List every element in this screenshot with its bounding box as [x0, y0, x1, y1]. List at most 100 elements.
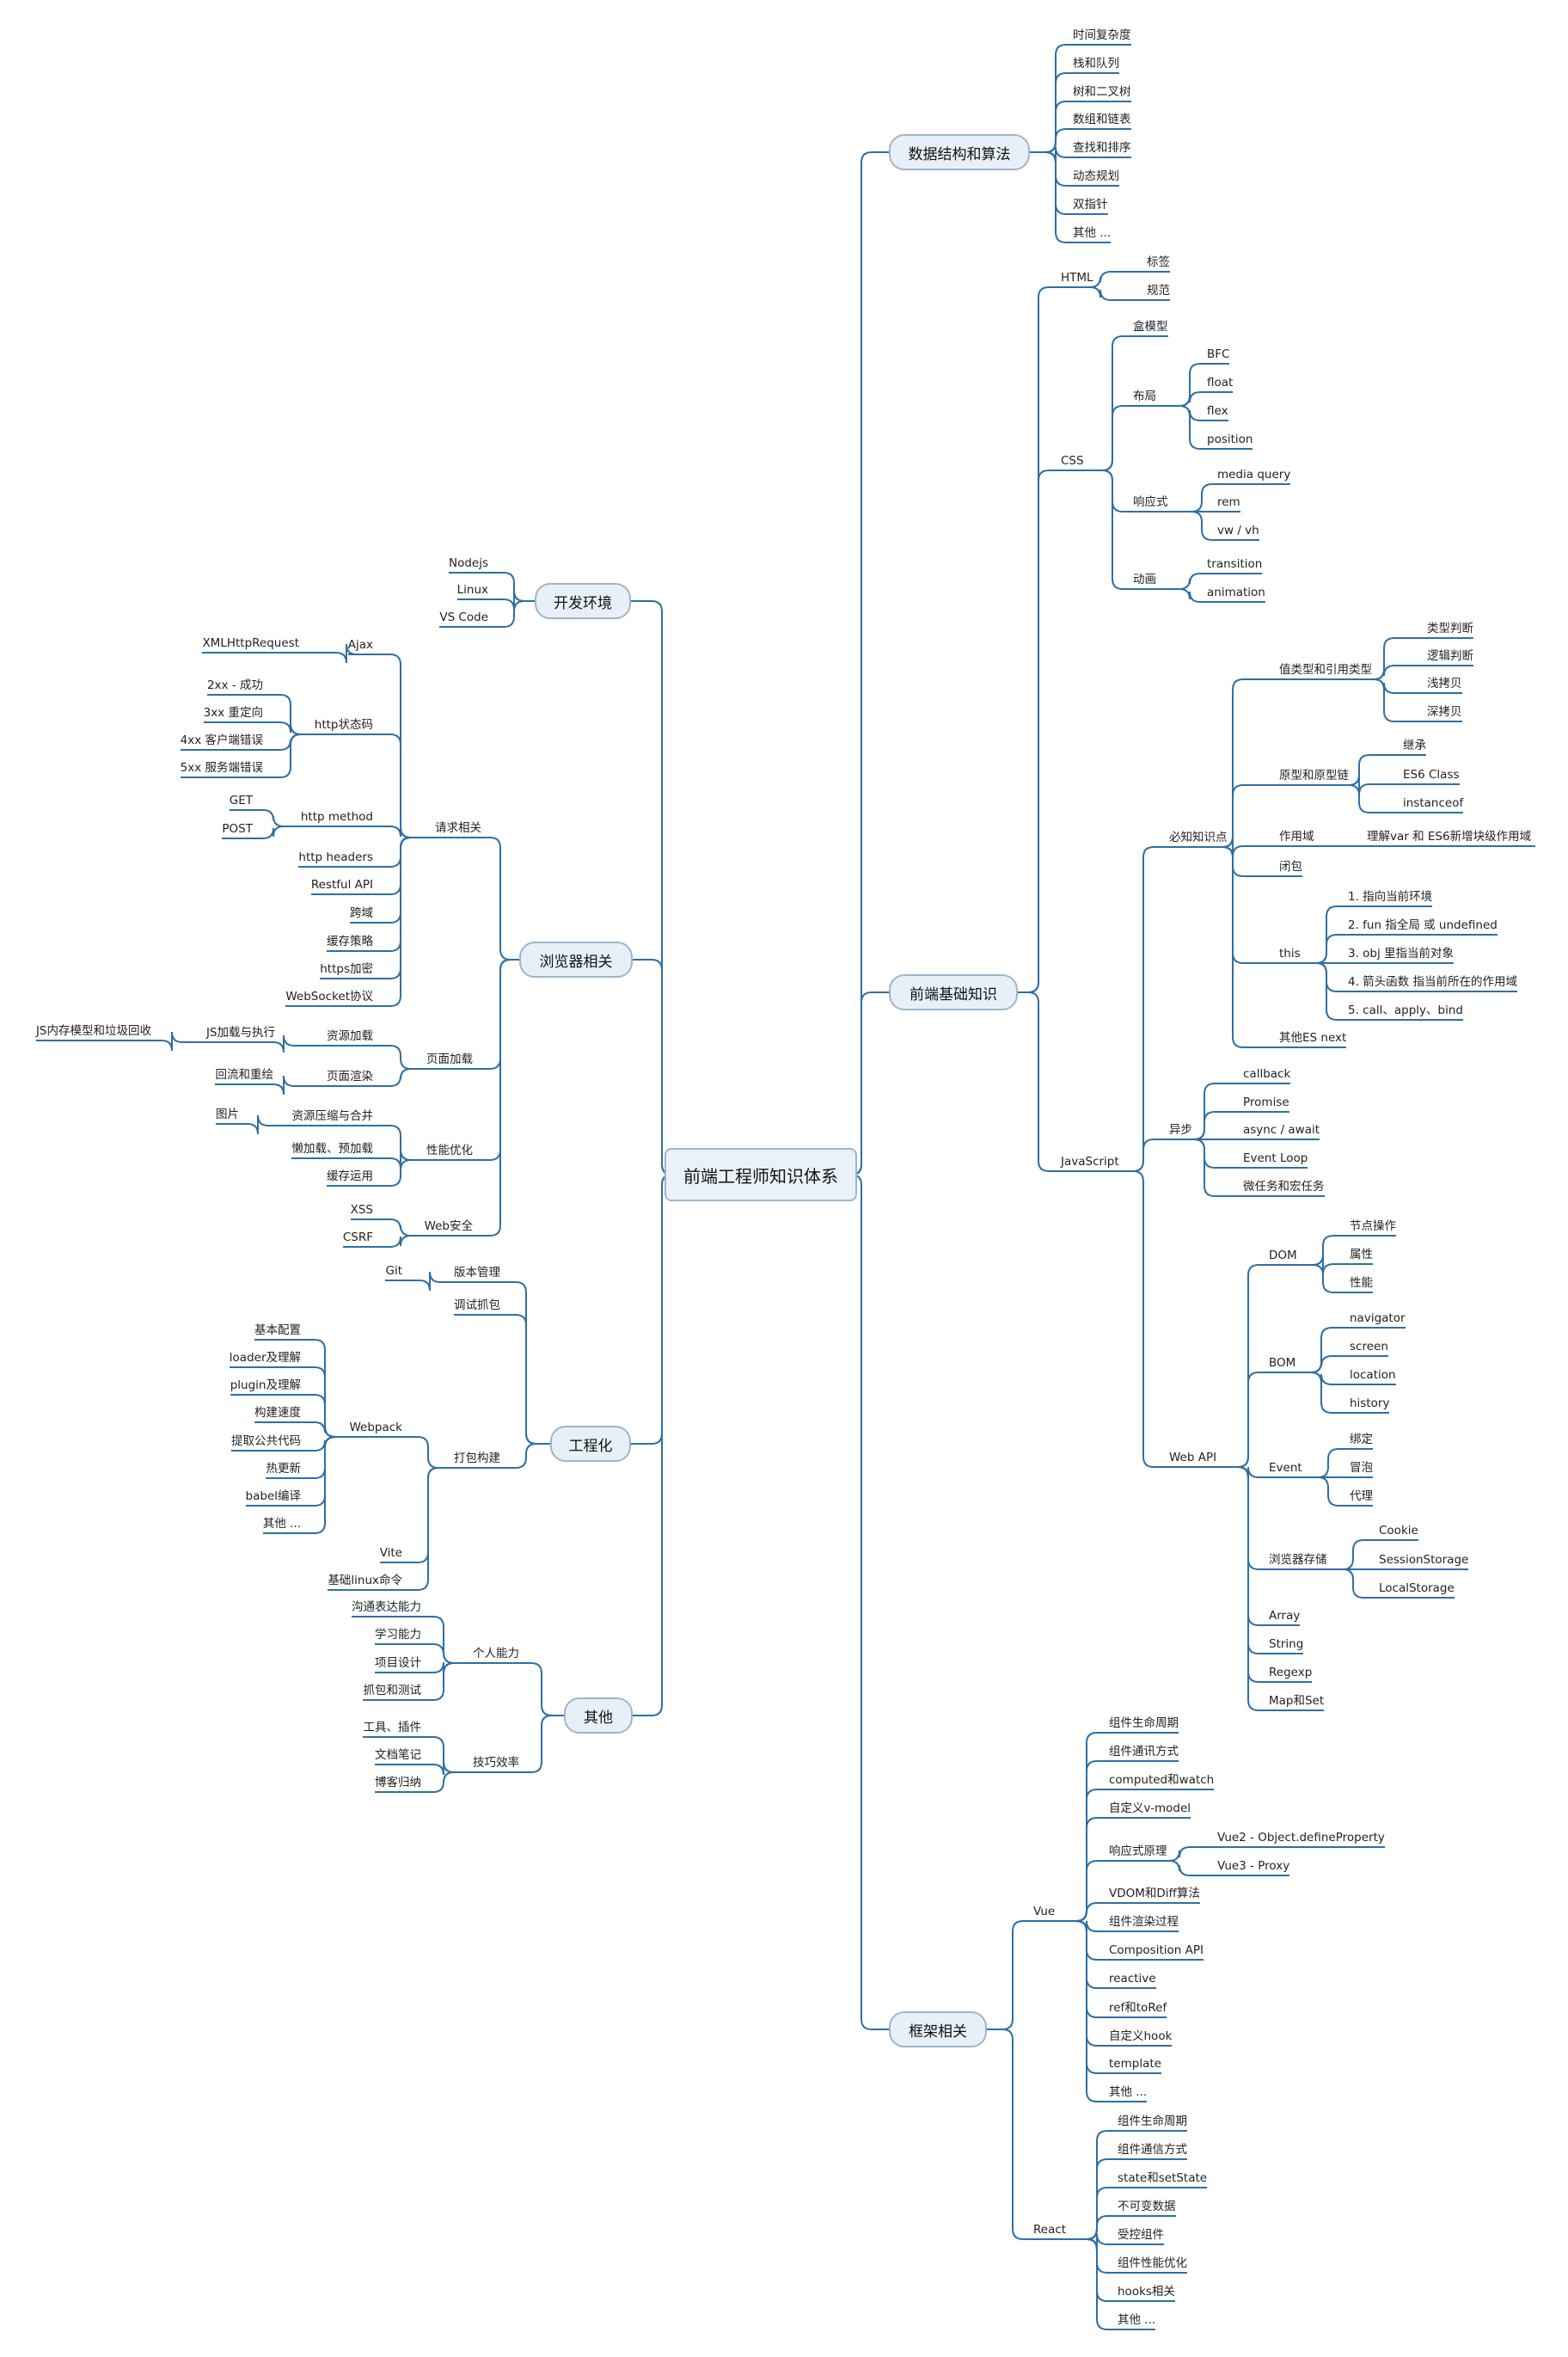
node-right-basics-js-label: JavaScript [1061, 1155, 1119, 1169]
node-right-basics-js-async-items-2: async / await [1243, 1123, 1320, 1137]
node-left-browser-perf-compress-child: 图片 [216, 1108, 239, 1121]
node-right-basics-js-webapi-event-items-1: 冒泡 [1350, 1461, 1373, 1475]
node-right-basics-js-must-proto-label: 原型和原型链 [1279, 769, 1349, 783]
node-left-engineering-build-webpack-items-7: 其他 ... [262, 1517, 301, 1531]
node-right-framework-react-items-1: 组件通信方式 [1118, 2143, 1187, 2157]
node-left-engineering-vcs-label: 版本管理 [454, 1266, 500, 1280]
node-right-basics-js-async-items-3: Event Loop [1243, 1151, 1308, 1165]
node-right-framework-vue-items-b-2: Composition API [1109, 1943, 1204, 1957]
node-right-basics-css-responsive-items-1: rem [1217, 495, 1240, 509]
node-left-browser-request-items-3: 缓存策略 [327, 935, 373, 948]
node-right-basics-js-must-types-items-3: 深拷贝 [1427, 705, 1462, 719]
node-left-browser-request-status-items-2: 4xx 客户端错误 [180, 733, 263, 747]
node-left-engineering-build-webpack-items-3: 构建速度 [254, 1406, 301, 1420]
node-left-other-skills-label: 技巧效率 [473, 1756, 519, 1770]
node-right-framework-vue-items-b-4: ref和toRef [1109, 2001, 1167, 2015]
node-right-basics-css-box: 盒模型 [1133, 320, 1168, 334]
node-left-browser-perf-label: 性能优化 [426, 1144, 473, 1157]
node-right-basics-js-webapi-label: Web API [1169, 1451, 1217, 1464]
node-right-basics-js-async-items-1: Promise [1243, 1096, 1289, 1109]
node-right-basics-js-must-scope-label: 作用域 [1279, 830, 1314, 844]
node-left-engineering-build-items-0: Vite [379, 1546, 402, 1560]
node-title: 前端工程师知识体系 [665, 1148, 857, 1201]
node-left-browser-request-items-2: 跨域 [350, 906, 373, 920]
node-left-browser-page-load-render-child: 回流和重绘 [215, 1068, 274, 1082]
node-right-basics-css-responsive-items-2: vw / vh [1217, 524, 1259, 537]
node-right-basics-js-webapi-bom-items-3: history [1350, 1396, 1390, 1410]
node-right-basics-js-must-this-label: this [1279, 947, 1301, 961]
node-right-basics-js-webapi-items-1: String [1269, 1637, 1304, 1651]
node-left-browser-request-method-label: http method [300, 810, 373, 824]
node-left-engineering-build-webpack-items-6: babel编译 [245, 1489, 301, 1503]
node-left-browser-request-ajax-child: XMLHttpRequest [202, 636, 299, 650]
node-right-basics-css-animation-items-0: transition [1207, 557, 1263, 571]
node-right-basics-js-webapi-dom-label: DOM [1269, 1249, 1297, 1262]
node-left-dev-env-items-0: Nodejs [448, 556, 488, 570]
node-left-other-skills-items-1: 文档笔记 [375, 1748, 421, 1762]
node-right-framework-vue-items-b-3: reactive [1109, 1972, 1156, 1986]
node-right-basics-css-layout-label: 布局 [1133, 390, 1156, 403]
node-right-basics-js-webapi-bom-items-0: navigator [1350, 1311, 1406, 1325]
node-right-basics-js-webapi-storage-items-2: LocalStorage [1379, 1581, 1455, 1595]
node-right-basics-css-animation-items-1: animation [1207, 586, 1265, 599]
node-right-basics-html-label: HTML [1061, 271, 1093, 285]
node-right-basics-css-label: CSS [1061, 454, 1084, 468]
node-right-basics-js-webapi-items-2: Regexp [1269, 1666, 1313, 1679]
node-right-basics-css-responsive-items-0: media query [1217, 468, 1291, 482]
node-right-framework-vue-label: Vue [1033, 1905, 1056, 1918]
node-right-basics-css-layout-items-1: float [1207, 376, 1234, 390]
node-right-framework-vue-items-a-0: 组件生命周期 [1109, 1716, 1179, 1730]
node-right-framework-react-label: React [1033, 2223, 1067, 2237]
node-right-basics-js-must-types-label: 值类型和引用类型 [1279, 663, 1372, 677]
node-left-browser-page-load-resource-child: JS加载与执行 [205, 1026, 275, 1040]
node-left-engineering-build-webpack-items-4: 提取公共代码 [231, 1434, 301, 1448]
node-right-dsa-items-1: 栈和队列 [1073, 57, 1119, 71]
node-left-engineering-build-webpack-label: Webpack [349, 1421, 402, 1434]
node-right-framework-vue-items-a-1: 组件通讯方式 [1109, 1745, 1179, 1759]
node-left-browser-perf-items-0: 懒加载、预加载 [291, 1142, 374, 1156]
node-right-dsa-label: 数据结构和算法 [889, 134, 1030, 170]
node-right-basics-js-must-this-items-3: 4. 箭头函数 指当前所在的作用域 [1348, 975, 1517, 989]
node-right-basics-js-webapi-dom-items-1: 属性 [1350, 1248, 1373, 1261]
node-right-basics-js-webapi-dom-items-2: 性能 [1350, 1276, 1373, 1290]
node-right-framework-react-items-3: 不可变数据 [1118, 2200, 1176, 2213]
node-left-browser-request-status-items-3: 5xx 服务端错误 [180, 761, 263, 775]
node-left-browser-request-items-0: http headers [298, 850, 373, 864]
node-right-basics-css-layout-items-3: position [1207, 433, 1253, 446]
node-right-basics-js-must-this-items-2: 3. obj 里指当前对象 [1348, 947, 1455, 961]
node-right-framework-vue-items-b-1: 组件渲染过程 [1109, 1915, 1179, 1929]
node-right-basics-js-must-types-items-1: 逻辑判断 [1427, 649, 1473, 663]
node-right-basics-css-responsive-label: 响应式 [1133, 495, 1168, 509]
node-right-basics-js-webapi-event-items-2: 代理 [1350, 1489, 1373, 1503]
node-left-browser-page-load-resource-label: 资源加载 [327, 1029, 373, 1043]
node-right-basics-js-webapi-storage-items-1: SessionStorage [1379, 1553, 1469, 1567]
node-right-basics-js-webapi-event-label: Event [1269, 1461, 1302, 1475]
node-right-basics-js-webapi-storage-label: 浏览器存储 [1269, 1553, 1327, 1567]
node-right-basics-js-webapi-bom-items-2: location [1350, 1368, 1396, 1382]
node-right-framework-vue-items-b-5: 自定义hook [1109, 2029, 1173, 2043]
node-right-basics-js-must-this-items-0: 1. 指向当前环境 [1348, 890, 1433, 904]
node-left-browser-security-items-1: CSRF [342, 1231, 373, 1244]
node-right-framework-vue-items-a-2: computed和watch [1109, 1773, 1215, 1787]
node-left-browser-request-items-1: Restful API [310, 878, 373, 892]
node-left-engineering-vcs-child: Git [385, 1264, 402, 1278]
node-left-browser-request-label: 请求相关 [435, 821, 481, 835]
node-left-browser-perf-items-1: 缓存运用 [327, 1169, 373, 1183]
node-right-basics-js-webapi-bom-items-1: screen [1350, 1340, 1388, 1353]
node-right-framework-vue-items-b-7: 其他 ... [1109, 2085, 1148, 2099]
node-right-basics-js-must-proto-items-1: ES6 Class [1403, 768, 1460, 782]
node-left-browser-page-load-label: 页面加载 [426, 1053, 473, 1066]
node-right-basics-js-must-proto-items-0: 继承 [1403, 739, 1426, 752]
node-left-browser-request-status-items-0: 2xx - 成功 [206, 678, 263, 692]
node-left-other-skills-items-0: 工具、插件 [363, 1721, 422, 1734]
node-right-framework-vue-items-b-0: VDOM和Diff算法 [1109, 1887, 1200, 1900]
node-left-browser-perf-compress-label: 资源压缩与合并 [291, 1109, 374, 1123]
node-right-framework-vue-items-b-6: template [1109, 2057, 1161, 2071]
node-right-dsa-items-5: 动态规划 [1073, 169, 1119, 183]
node-right-dsa-items-7: 其他 ... [1073, 226, 1112, 240]
node-left-dev-env-items-2: VS Code [439, 611, 488, 624]
node-left-browser-page-load-resource-grandchild: JS内存模型和垃圾回收 [35, 1024, 151, 1038]
node-right-basics-js-async-items-0: callback [1243, 1067, 1291, 1081]
node-left-engineering-debug-label: 调试抓包 [454, 1298, 500, 1312]
